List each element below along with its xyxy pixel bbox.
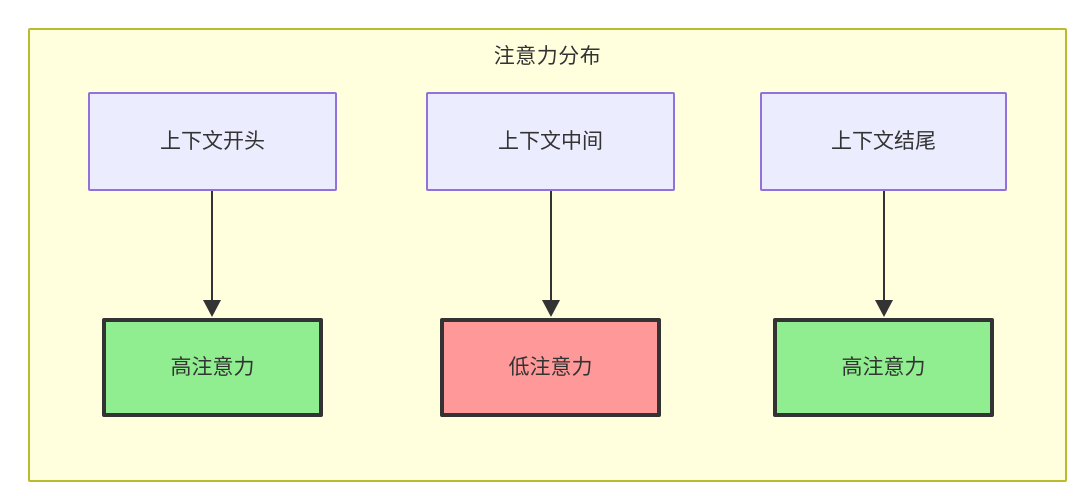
node-high-attention-end[interactable]: 高注意力 bbox=[773, 318, 994, 417]
node-context-start[interactable]: 上下文开头 bbox=[88, 92, 337, 191]
node-low-attention-middle[interactable]: 低注意力 bbox=[440, 318, 661, 417]
subgraph-title: 注意力分布 bbox=[493, 45, 602, 68]
node-high-attention-start[interactable]: 高注意力 bbox=[102, 318, 323, 417]
node-context-middle[interactable]: 上下文中间 bbox=[426, 92, 675, 191]
node-context-end[interactable]: 上下文结尾 bbox=[760, 92, 1007, 191]
